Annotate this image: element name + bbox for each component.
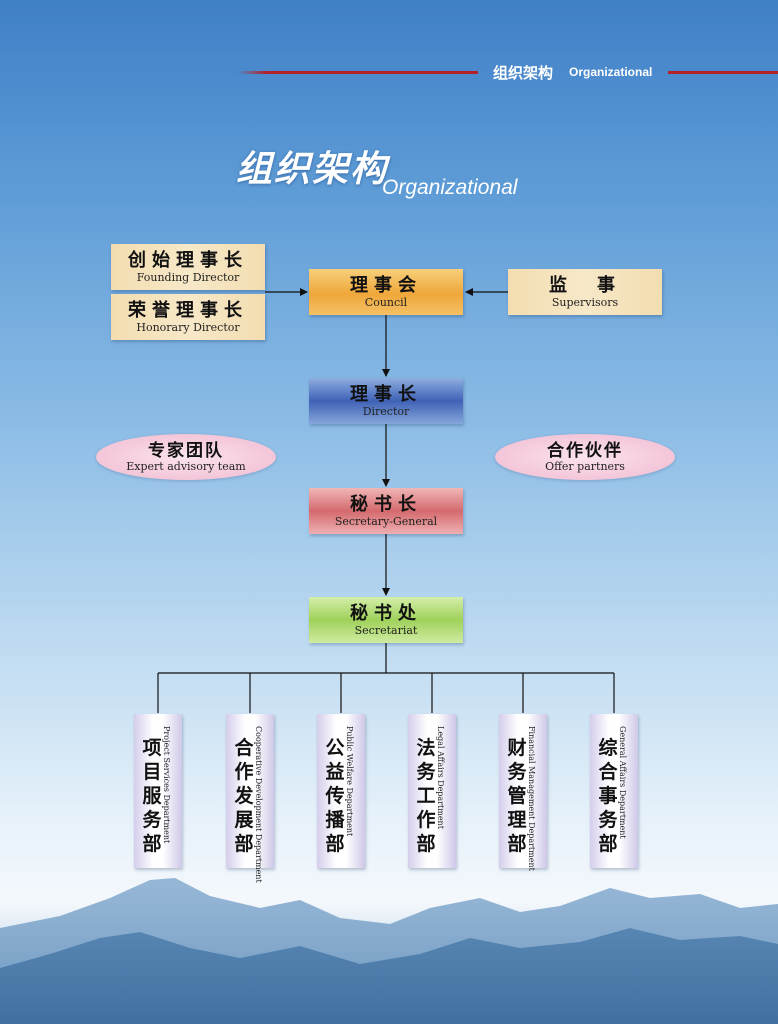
secretariat-cn: 秘书处: [350, 602, 422, 624]
council-cn: 理事会: [350, 274, 422, 296]
dept-financial-management-en: Financial Management Department: [527, 726, 536, 871]
dept-project-services-cn: 项目服务部: [142, 737, 162, 855]
dept-cooperative-development: 合作发展部 Cooperative Development Department: [226, 714, 274, 883]
director-en: Director: [362, 404, 410, 418]
secretariat-en: Secretariat: [354, 623, 418, 637]
page-title-cn: 组织架构: [236, 149, 389, 190]
header-rule-right: [668, 71, 778, 74]
dept-cooperative-development-en: Cooperative Development Department: [254, 726, 263, 883]
honorary-director-box: 荣誉理事长 Honorary Director: [111, 294, 265, 340]
director-box: 理事长 Director: [309, 378, 463, 424]
dept-financial-management-cn: 财务管理部: [507, 737, 527, 855]
secretariat-box: 秘书处 Secretariat: [309, 597, 463, 643]
expert-team-en: Expert advisory team: [126, 459, 246, 473]
supervisors-box: 监 事 Supervisors: [508, 269, 662, 315]
dept-public-welfare: 公益传播部 Public Welfare Department: [317, 714, 365, 868]
expert-team-oval: 专家团队 Expert advisory team: [96, 434, 276, 480]
dept-legal-affairs: 法务工作部 Legal Affairs Department: [408, 714, 456, 868]
dept-project-services: 项目服务部 Project Services Department: [134, 714, 182, 868]
header-rule-left: [238, 71, 478, 74]
dept-public-welfare-en: Public Welfare Department: [345, 726, 354, 837]
header-title-cn: 组织架构: [493, 64, 554, 82]
expert-team-cn: 专家团队: [148, 440, 224, 461]
dept-cooperative-development-cn: 合作发展部: [234, 737, 254, 855]
dept-general-affairs: 综合事务部 General Affairs Department: [590, 714, 638, 868]
founding-director-cn: 创始理事长: [128, 249, 248, 271]
partners-en: Offer partners: [545, 459, 625, 473]
supervisors-en: Supervisors: [551, 295, 619, 309]
honorary-director-cn: 荣誉理事长: [128, 299, 248, 321]
partners-oval: 合作伙伴 Offer partners: [495, 434, 675, 480]
dept-legal-affairs-cn: 法务工作部: [416, 737, 436, 855]
council-box: 理事会 Council: [309, 269, 463, 315]
dept-financial-management: 财务管理部 Financial Management Department: [499, 714, 547, 871]
partners-cn: 合作伙伴: [547, 440, 623, 461]
page-title-en: Organizational: [382, 176, 518, 199]
secretary-general-en: Secretary-General: [334, 514, 438, 528]
director-cn: 理事长: [350, 383, 422, 405]
dept-legal-affairs-en: Legal Affairs Department: [436, 726, 445, 829]
secretary-general-box: 秘书长 Secretary-General: [309, 488, 463, 534]
founding-director-en: Founding Director: [136, 270, 240, 284]
honorary-director-en: Honorary Director: [136, 320, 240, 334]
dept-public-welfare-cn: 公益传播部: [325, 737, 345, 855]
dept-project-services-en: Project Services Department: [162, 726, 171, 844]
supervisors-cn: 监 事: [549, 274, 621, 296]
dept-general-affairs-en: General Affairs Department: [618, 726, 627, 839]
dept-general-affairs-cn: 综合事务部: [598, 737, 618, 855]
secretary-general-cn: 秘书长: [350, 493, 422, 515]
council-en: Council: [364, 295, 408, 309]
header-title-en: Organizational: [569, 65, 653, 79]
founding-director-box: 创始理事长 Founding Director: [111, 244, 265, 290]
mountains-background: [0, 878, 778, 1024]
